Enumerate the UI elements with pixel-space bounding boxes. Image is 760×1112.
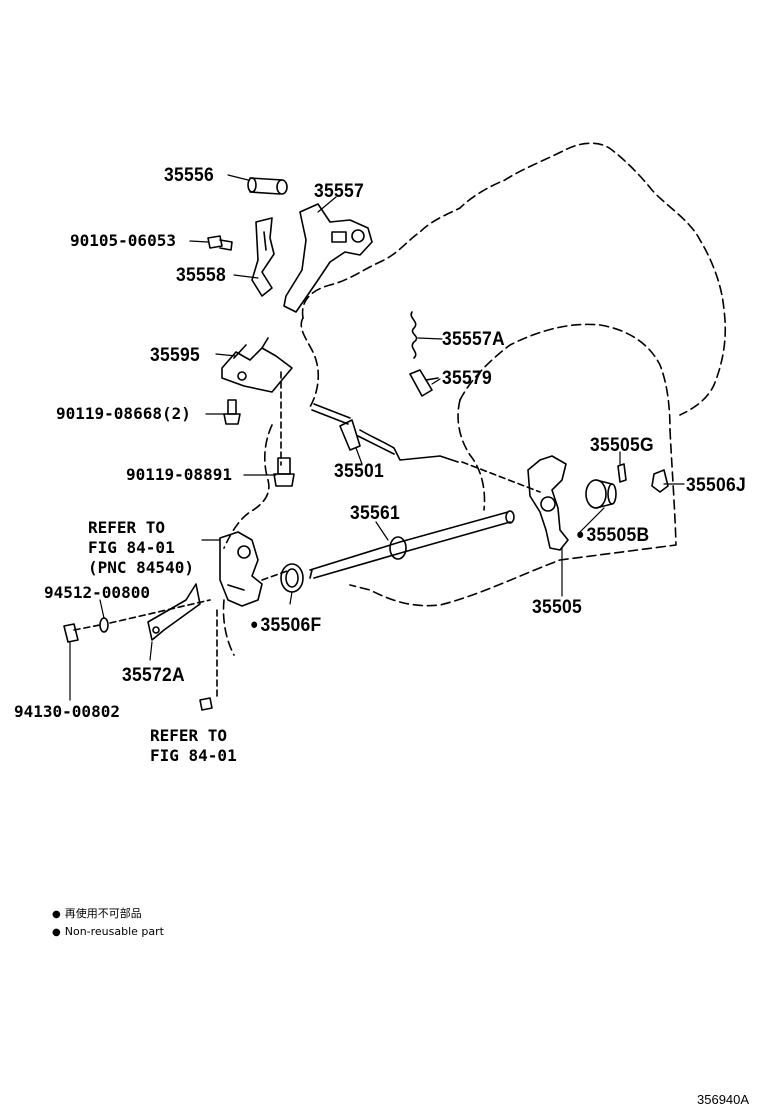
refer2-line1: REFER TO [150,726,228,745]
clip-35558-shape [251,217,275,297]
label-35556: 35556 [164,165,214,186]
bolt-35579-shape [409,369,439,397]
label-35505B: 35505B [576,526,649,545]
label-90119-08668: 90119-08668(2) [56,404,191,423]
label-35595: 35595 [150,345,200,366]
shaft-35561-shape [309,510,515,579]
seal-35506F-shape [280,563,304,593]
lever-35557-shape [283,203,373,313]
refer-fig-note-2: REFER TO FIG 84-01 [150,726,237,766]
label-35558: 35558 [176,265,226,286]
lever-35505-shape [527,455,569,551]
nut-94130-shape [63,623,79,643]
label-35506J: 35506J [686,475,746,496]
housing-upper-inner [459,323,671,431]
housing-front-left [223,424,273,549]
pin-35556-shape [247,177,288,195]
bolt-90105-shape [207,235,233,251]
clip-35506J-shape [651,469,669,493]
legend-jp-text: 再使用不可部品 [64,907,142,920]
refer1-line1: REFER TO [88,518,166,537]
housing-front-left-lower [222,599,235,656]
label-35501: 35501 [334,461,384,482]
label-90119-08891: 90119-08891 [126,465,232,484]
legend-en: ●Non-reusable part [52,926,164,938]
label-35505G: 35505G [590,435,654,456]
bolt-90119-08891-shape [273,457,295,487]
leader-lines [69,174,685,701]
label-35505: 35505 [532,597,582,618]
collar-35505B-shape [585,479,617,509]
pin-35505G-shape [617,463,627,483]
refer1-line3: (PNC 84540) [88,558,194,577]
housing-bell-housing [349,429,677,607]
label-35572A: 35572A [122,665,185,686]
label-94130-00802: 94130-00802 [14,702,120,721]
small-bolt-shape [199,697,213,711]
legend-jp: ●再使用不可部品 [52,908,142,920]
label-35579: 35579 [442,368,492,389]
lever-assembly-shape [219,531,263,607]
legend-bullet-icon: ● [52,909,61,920]
dash-leader-washer [73,599,211,631]
bolt-90119-08668-shape [223,399,241,425]
spring-35557A-shape [410,311,418,359]
refer2-line2: FIG 84-01 [150,746,237,765]
housing-left-edge [300,317,320,411]
washer-94512-shape [99,617,109,633]
legend-en-text: Non-reusable part [64,925,164,938]
transmission-housing-outline [301,142,727,416]
dash-leader-cable [461,461,541,493]
rod-35572A-shape [147,583,201,641]
refer1-line2: FIG 84-01 [88,538,175,557]
label-90105-06053: 90105-06053 [70,231,176,250]
housing-lower-front [457,399,486,511]
legend-bullet-icon: ● [52,927,61,938]
label-94512-00800: 94512-00800 [44,583,150,602]
label-35557: 35557 [314,181,364,202]
cable-35501-shape [311,403,459,463]
dash-leader-shaft [261,569,291,581]
label-35506F: 35506F [250,616,321,635]
label-35561: 35561 [350,503,400,524]
refer-fig-note-1: REFER TO FIG 84-01 (PNC 84540) [88,518,194,578]
figure-id: 356940A [697,1092,750,1107]
label-35557A: 35557A [442,329,505,350]
